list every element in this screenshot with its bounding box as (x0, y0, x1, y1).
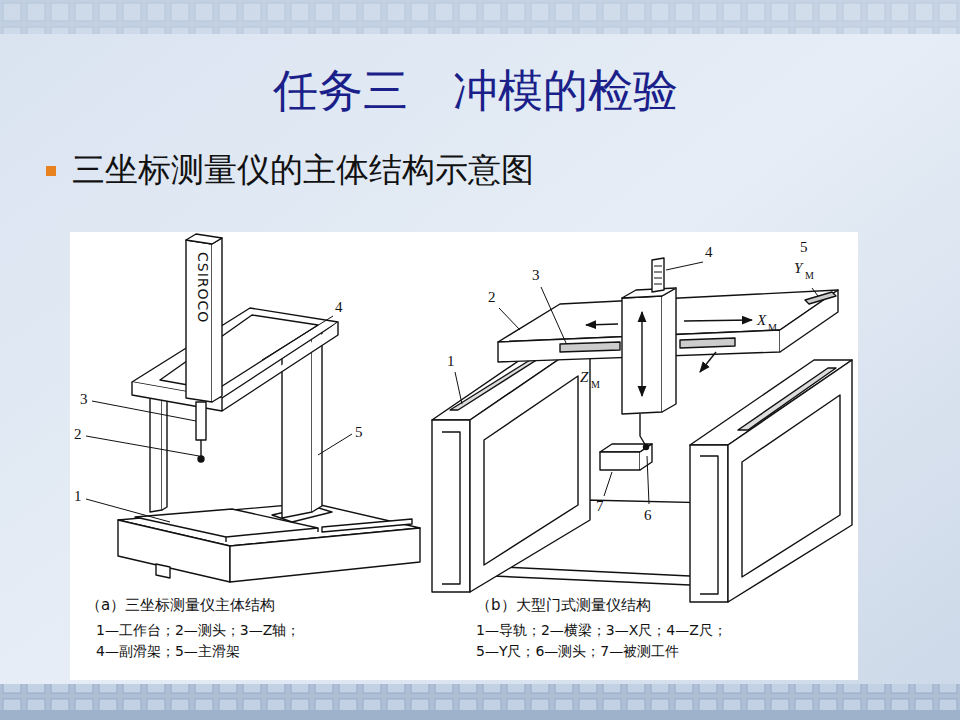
gantry-drawing (560, 342, 620, 352)
background (0, 710, 960, 720)
gantry-drawing (432, 258, 852, 602)
gantry-drawing (738, 368, 836, 430)
gantry-drawing (484, 376, 578, 565)
cmm-drawing (200, 440, 201, 456)
gantry-drawing (482, 566, 690, 576)
part-list: 1—导轨；2—横梁；3—X尺；4—Z尺； 5—Y尺；6—测头；7—被测工件 (476, 620, 727, 662)
leader-line (604, 472, 612, 496)
gantry-drawing (690, 445, 728, 602)
cmm-drawing (156, 564, 170, 578)
callout-number: 6 (644, 506, 652, 524)
leader-line (86, 499, 170, 522)
leader-line (86, 436, 199, 456)
cmm-drawing (230, 528, 420, 582)
gantry-drawing (600, 452, 640, 470)
leader-line (812, 288, 818, 296)
cmm-drawing (198, 456, 204, 462)
callout-number: 2 (74, 425, 82, 443)
axis-letter: Z (580, 368, 588, 386)
callout-number: 2 (488, 288, 496, 306)
gantry-drawing (662, 288, 676, 412)
gantry-drawing (644, 445, 649, 450)
cmm-drawing (226, 528, 318, 542)
leader-line (455, 262, 818, 504)
leader-line (92, 401, 196, 421)
motion-arrow (700, 352, 716, 372)
cmm-drawing (186, 234, 222, 244)
callout-number: 1 (74, 487, 82, 505)
leader-line (262, 316, 333, 360)
gantry-drawing (432, 420, 470, 592)
gantry-drawing (700, 456, 718, 594)
callout-number: 4 (335, 298, 343, 316)
cmm-drawing (212, 238, 222, 402)
figure-caption: （a）三坐标测量仪主体结构 (86, 596, 275, 614)
callout-number: 1 (447, 352, 455, 370)
cmm-drawing (160, 315, 318, 390)
leader-line (666, 262, 703, 270)
motion-arrow (586, 312, 752, 396)
leader-line (318, 434, 352, 455)
slide-title: 任务三 冲模的检验 (0, 64, 955, 118)
cmm-drawing (322, 519, 412, 532)
leader-line (541, 287, 566, 343)
background (46, 166, 56, 176)
cmm-drawing (186, 240, 212, 402)
gantry-drawing (728, 360, 852, 602)
gantry-drawing (622, 288, 676, 298)
figure-caption: （b）大型门式测量仪结构 (476, 596, 651, 614)
axis-letter: Y (794, 259, 802, 277)
callout-number: 4 (705, 243, 713, 261)
cmm-drawing (150, 393, 162, 512)
axis-letter: X (757, 311, 766, 329)
gantry-drawing (652, 258, 664, 292)
leader-line (455, 372, 462, 404)
axis-subscript: M (805, 270, 814, 282)
callout-number: 5 (800, 238, 808, 256)
leader-line (86, 316, 352, 522)
callout-number: 7 (596, 497, 604, 515)
gantry-drawing (622, 296, 662, 414)
motion-arrow (641, 312, 642, 396)
part-list: 1—工作台；2—测头；3—Z轴； 4—副滑架；5—主滑架 (96, 620, 300, 662)
gantry-drawing (640, 444, 652, 470)
brand-text: CSIROCO (194, 252, 211, 323)
axis-subscript: M (768, 322, 777, 334)
background (0, 684, 960, 710)
axis-subscript: M (591, 379, 600, 391)
motion-arrow (684, 320, 752, 321)
gantry-drawing (780, 290, 838, 352)
figure-panel (70, 232, 858, 680)
gantry-drawing (654, 266, 662, 284)
gantry-drawing (640, 414, 646, 446)
gantry-drawing (680, 338, 735, 348)
background (0, 0, 960, 34)
gantry-drawing (470, 338, 590, 592)
cmm-drawing (118, 234, 420, 582)
motion-arrow (586, 324, 618, 325)
bullet-text: 三坐标测量仪的主体结构示意图 (72, 150, 534, 190)
gantry-drawing (442, 432, 460, 584)
callout-number: 3 (532, 266, 540, 284)
cmm-drawing (196, 402, 206, 440)
callout-number: 5 (355, 423, 363, 441)
leader-line (499, 308, 520, 330)
gantry-drawing (805, 292, 836, 304)
callout-number: 3 (80, 390, 88, 408)
leader-line (647, 456, 649, 504)
